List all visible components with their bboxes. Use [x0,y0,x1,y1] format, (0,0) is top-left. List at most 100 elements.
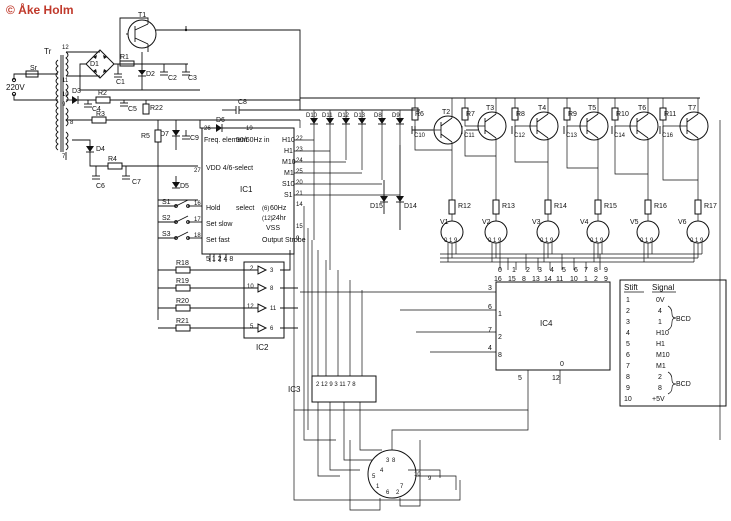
svg-text:V6: V6 [678,219,687,226]
svg-text:3: 3 [488,285,492,292]
svg-text:0 1 9: 0 1 9 [590,238,604,244]
svg-text:6: 6 [386,490,390,496]
c2-label: C2 [168,75,177,82]
svg-text:8: 8 [594,267,598,274]
svg-text:10: 10 [570,276,578,283]
ic1-pin-label: Hold [206,205,221,212]
diode-d9: D9 [392,113,404,125]
svg-text:7: 7 [400,484,404,490]
ic1-hr-label: 24hr [272,215,287,222]
tube-v3: R14 V3 0 1 9 [532,199,567,262]
legend-header-pin: Stift [624,283,639,292]
lower-supply: D4 R4 C6 C7 D5 [65,139,198,190]
ic1-name: IC1 [240,185,253,194]
svg-text:R10: R10 [616,111,629,118]
svg-text:C14: C14 [614,133,626,139]
ic1-pin-num: 17 [194,217,201,223]
svg-text:4: 4 [380,468,384,474]
t1-label: T1 [138,12,146,19]
fuse-symbol [25,70,39,78]
svg-text:D11: D11 [322,113,333,119]
svg-text:D8: D8 [374,113,382,119]
svg-text:R15: R15 [604,203,617,210]
svg-text:D9: D9 [392,113,400,119]
d7-label: D7 [160,131,169,138]
ic1-pin-label: M10 [282,159,296,166]
svg-text:C13: C13 [566,133,578,139]
svg-text:D13: D13 [354,113,366,119]
svg-text:15: 15 [508,276,516,283]
t2-label: T2 [442,109,450,116]
svg-text:R17: R17 [704,203,717,210]
svg-text:2: 2 [498,334,502,341]
svg-text:1: 1 [584,276,588,283]
d2-label: D2 [146,71,155,78]
legend-pin: 2 [626,308,630,315]
t3-label: T3 [486,105,494,112]
r18-label: R18 [176,260,189,267]
ic2-gate-out: 3 [270,268,274,274]
winding-pin: 12 [62,45,69,51]
svg-text:0 1 9: 0 1 9 [444,238,458,244]
legend-pin: 1 [626,297,630,304]
svg-text:6: 6 [574,267,578,274]
r4-label: R4 [108,156,117,163]
ic1-pin-num: 21 [296,191,303,197]
legend-pin: 4 [626,330,630,337]
ic1-select-label: select [236,205,254,212]
ic1-pin-label: Set fast [206,237,230,244]
ic4: IC4 0 0 1 2 3 4 5 6 7 8 9 16 15 8 13 14 … [294,267,611,411]
svg-text:8: 8 [498,352,502,359]
svg-text:3: 3 [386,458,390,464]
ic1-pin-num: 19 [246,126,253,132]
legend-pin: 10 [624,396,632,403]
svg-text:7: 7 [584,267,588,274]
svg-text:0 1 9: 0 1 9 [690,238,704,244]
ic1-pin-num: 14 [296,202,303,208]
ic1-hr-pin: (12) [262,216,273,222]
set-switches: S1 S2 S3 [157,199,202,320]
svg-text:5: 5 [562,267,566,274]
svg-text:5: 5 [372,474,376,480]
legend-signal: M10 [656,352,670,359]
svg-text:V5: V5 [630,219,639,226]
legend-signal: 1 [658,319,662,326]
c6-label: C6 [96,183,105,190]
legend-signal: H10 [656,330,669,337]
winding-pin: 9 [62,102,66,108]
ic1-pin-label: VDD 4/6-select [206,165,253,172]
r22-label: R22 [150,105,163,112]
winding-pin: 8 [70,120,74,126]
legend-header-signal: Signal [652,283,674,292]
r19-label: R19 [176,278,189,285]
ic3-name: IC3 [288,385,301,394]
mains-label: 220V [6,83,25,92]
ic2-body [243,261,285,339]
svg-text:11: 11 [556,276,563,283]
transformer-label: Tr [44,47,52,56]
legend-pin: 7 [626,363,630,370]
svg-text:1: 1 [512,267,516,274]
svg-text:4: 4 [550,267,554,274]
switch-s2: S2 [162,215,171,222]
ic1-pin-num: 23 [296,147,303,153]
r5-label: R5 [141,133,150,140]
svg-text:13: 13 [532,276,540,283]
legend-signal: 0V [656,297,665,304]
svg-text:0 1 9: 0 1 9 [640,238,654,244]
svg-text:D12: D12 [338,113,350,119]
legend-frame [619,279,727,407]
driver-t2: R6 C10 T2 [411,98,463,200]
nixie-tubes: R12 V1 0 1 9 R13 V2 0 1 9 R14 V3 0 1 9 R… [440,199,717,270]
r5-d7-c9: R5 D7 C9 [141,120,199,201]
r3-label: R3 [96,111,105,118]
tube-v4: R15 V4 0 1 9 [580,199,617,262]
t4-label: T4 [538,105,546,112]
c9-label: C9 [190,135,199,142]
ic1-pin-num: 27 [194,168,201,174]
ic2-gate-in: 12 [247,304,254,310]
ic1-pin-num: 16 [194,201,201,207]
r1-label: R1 [120,54,129,61]
svg-text:3: 3 [538,267,542,274]
